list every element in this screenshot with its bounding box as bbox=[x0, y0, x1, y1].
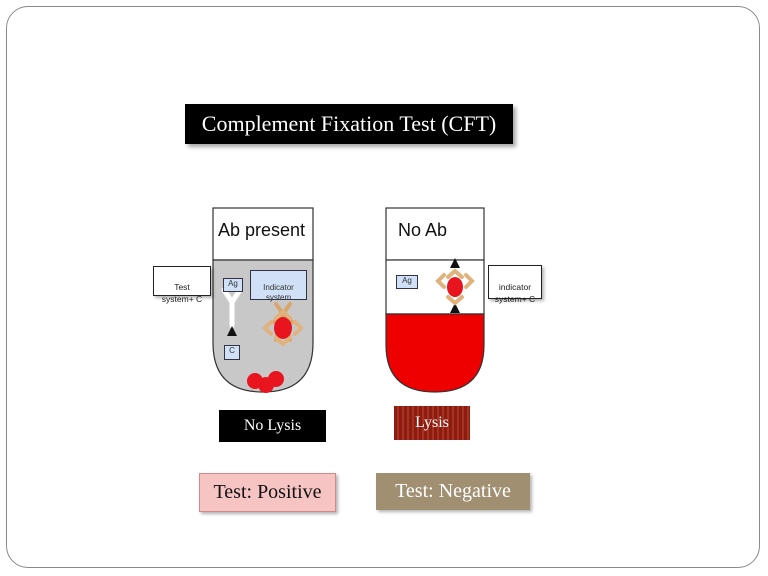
right-indicator-system-box: indicator system+ C bbox=[488, 265, 542, 304]
right-tube-header-area bbox=[385, 207, 485, 261]
lysed-red-fluid bbox=[385, 313, 485, 393]
slide-title: Complement Fixation Test (CFT) bbox=[185, 104, 513, 144]
left-tube-header-area bbox=[212, 207, 314, 261]
complement-triangle-icon bbox=[227, 326, 237, 336]
left-tube-header: Ab present bbox=[218, 220, 306, 240]
right-ag-label: Ag bbox=[402, 276, 412, 285]
test-positive-box: Test: Positive bbox=[199, 473, 336, 512]
right-tube bbox=[385, 207, 485, 393]
left-test-system-label: Test system+ C bbox=[161, 282, 203, 304]
lysis-result: Lysis bbox=[394, 406, 470, 440]
indicator-system-box: Indicator system bbox=[250, 270, 307, 302]
indicator-cell-icon bbox=[262, 302, 304, 347]
left-c-label: C bbox=[229, 346, 235, 355]
right-indicator-system-label: indicator system+ C bbox=[494, 282, 536, 304]
right-ag-box: Ag bbox=[396, 275, 418, 289]
right-tube-header: No Ab bbox=[398, 220, 448, 240]
indicator-cell-icon bbox=[435, 268, 475, 306]
indicator-system-label: Indicator system bbox=[263, 283, 294, 302]
left-ag-label: Ag bbox=[228, 279, 238, 288]
left-c-box: C bbox=[224, 345, 240, 360]
test-negative-box: Test: Negative bbox=[376, 473, 530, 510]
no-lysis-result: No Lysis bbox=[219, 410, 326, 442]
left-test-system-box: Test system+ C bbox=[153, 266, 211, 304]
left-ag-box: Ag bbox=[223, 278, 243, 292]
complement-triangle-icon bbox=[450, 258, 460, 268]
